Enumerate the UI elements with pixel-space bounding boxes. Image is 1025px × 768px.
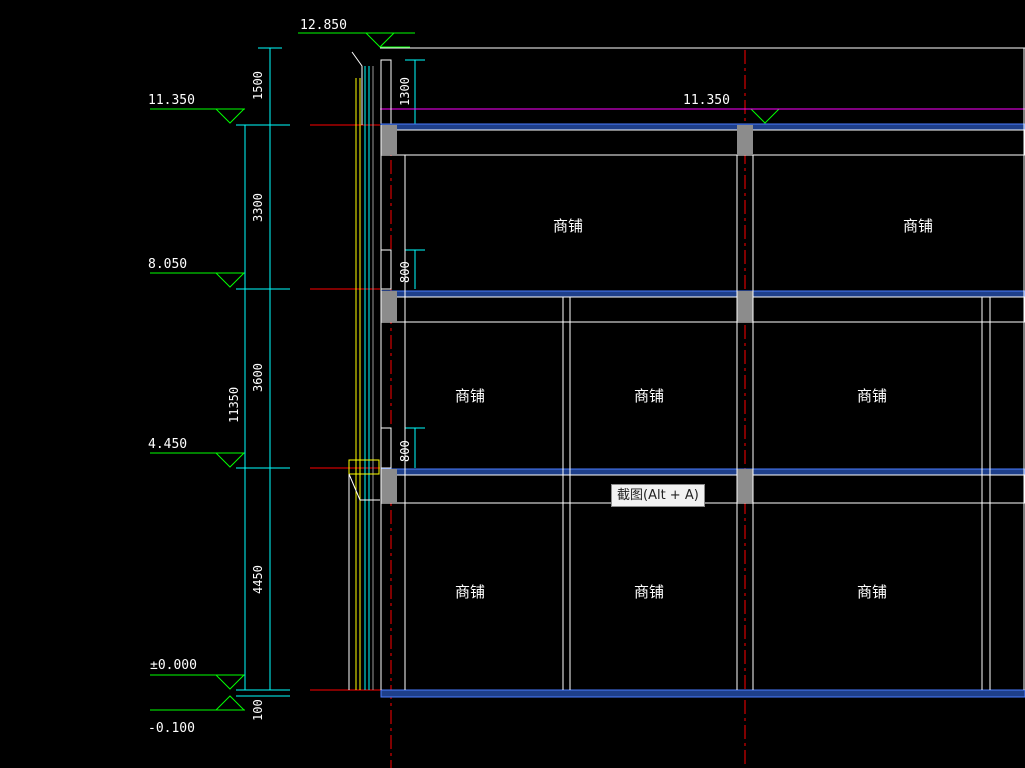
inner-level-marker	[680, 108, 781, 124]
axis-lines	[390, 50, 746, 768]
dimension-lines	[236, 47, 425, 697]
level-ground-label: ±0.000	[150, 658, 197, 673]
dim-parapet-label: 1300	[398, 77, 412, 106]
facade	[348, 66, 380, 690]
screenshot-tooltip: 截图(Alt + A)	[611, 484, 705, 507]
level-below-label: -0.100	[148, 721, 195, 736]
room-label: 商铺	[455, 387, 485, 405]
floor-slabs	[380, 123, 1025, 698]
dim-100-label: 100	[251, 699, 265, 721]
room-label: 商铺	[857, 583, 887, 601]
dim-1500-label: 1500	[251, 71, 265, 100]
level-l3-label: 8.050	[148, 257, 187, 272]
dim-sill-upper-label: 800	[398, 261, 412, 283]
room-label: 商铺	[553, 217, 583, 235]
dim-4450-label: 4450	[251, 565, 265, 594]
level-l4-inner-label: 11.350	[683, 93, 730, 108]
level-l4-label: 11.350	[148, 93, 195, 108]
dim-3600-label: 3600	[251, 363, 265, 392]
room-label: 商铺	[634, 583, 664, 601]
internal-walls	[380, 48, 1025, 690]
room-label: 商铺	[634, 387, 664, 405]
level-markers	[150, 32, 415, 711]
level-l2-label: 4.450	[148, 437, 187, 452]
dim-total-label: 11350	[227, 387, 241, 423]
red-level-lines	[310, 124, 1025, 691]
dim-sill-lower-label: 800	[398, 440, 412, 462]
dim-3300-label: 3300	[251, 193, 265, 222]
room-label: 商铺	[857, 387, 887, 405]
columns	[381, 125, 753, 503]
roof-parapet	[351, 47, 1025, 126]
level-top-label: 12.850	[300, 18, 347, 33]
room-label: 商铺	[903, 217, 933, 235]
room-label: 商铺	[455, 583, 485, 601]
